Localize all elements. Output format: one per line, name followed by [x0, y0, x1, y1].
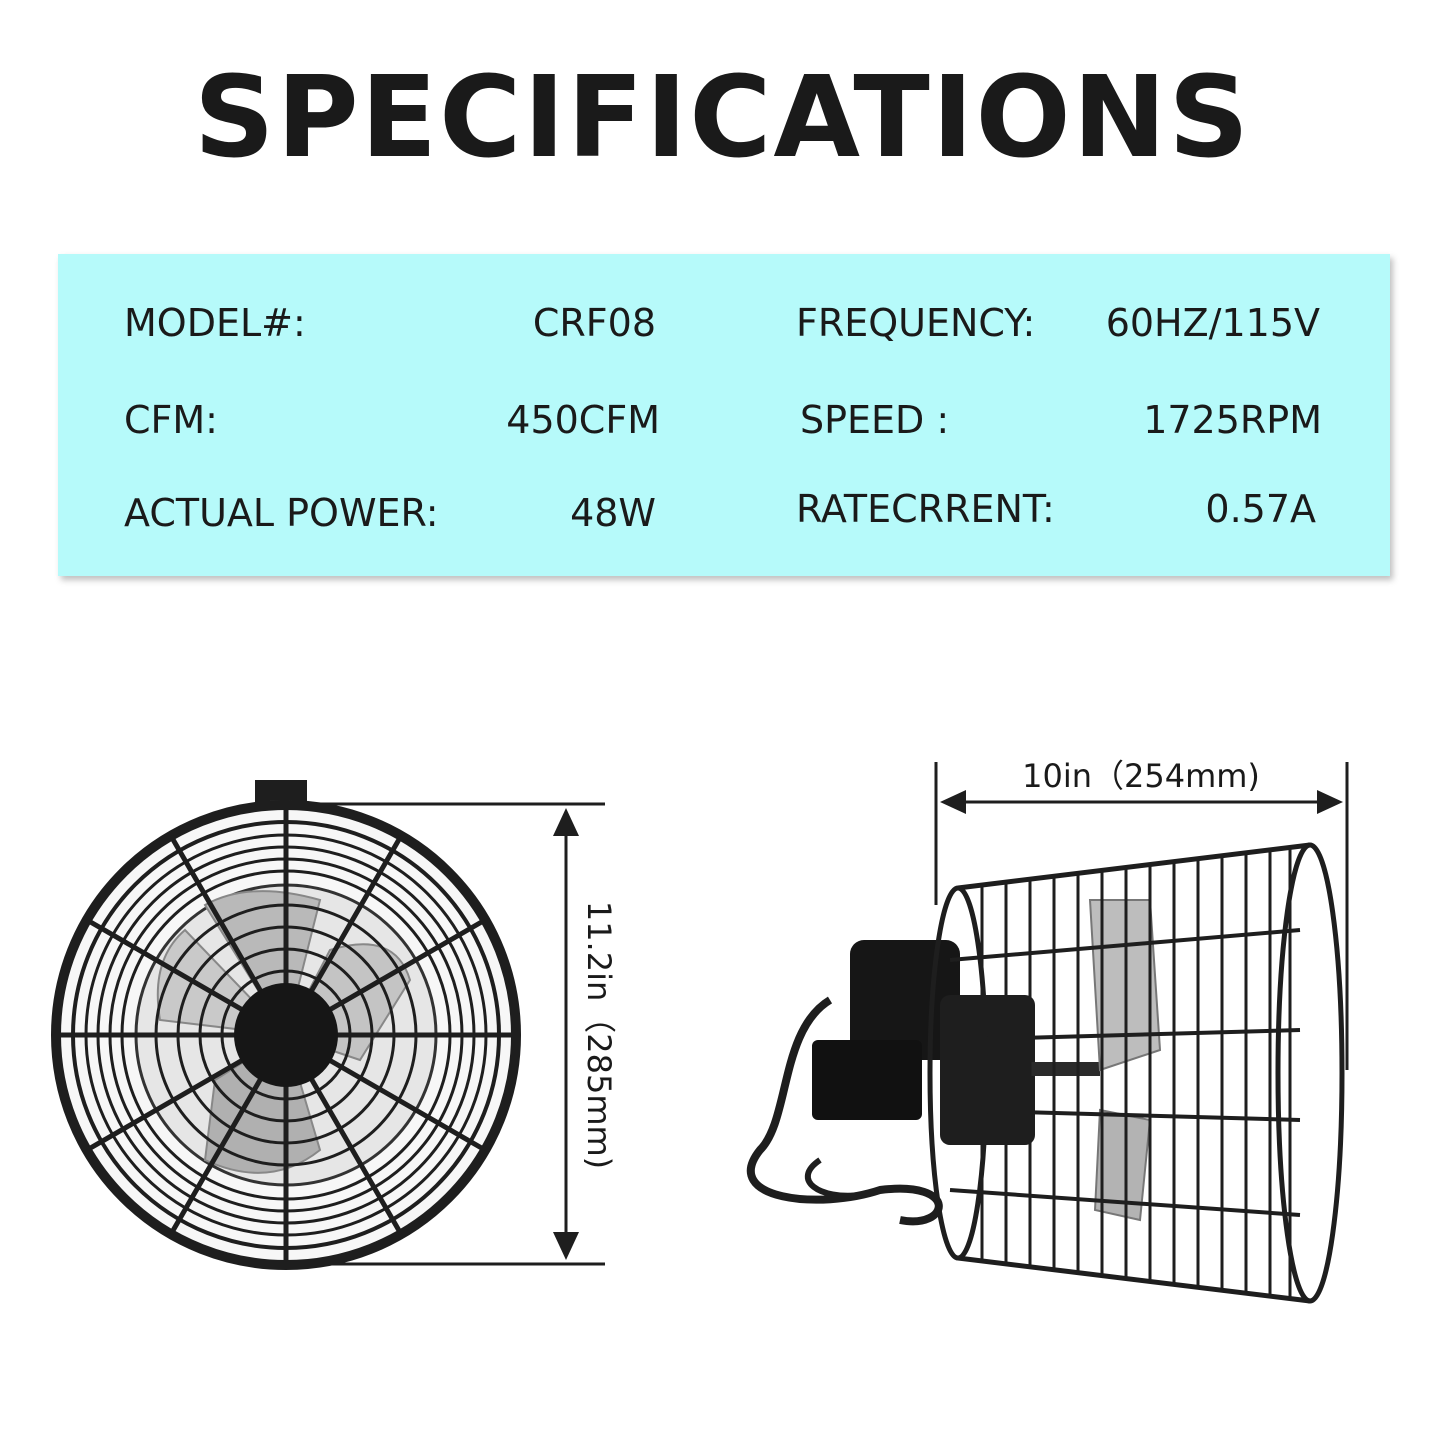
actual-power-value: 48W [570, 491, 656, 535]
model-label: MODEL#: [124, 301, 306, 345]
cfm-value: 450CFM [506, 398, 660, 442]
fan-front-view-image [51, 780, 521, 1270]
height-dimension-label: 11.2in（285mm) [580, 901, 618, 1169]
model-value: CRF08 [532, 301, 656, 345]
width-dimension-label: 10in（254mm) [1022, 757, 1260, 795]
rate-current-label: RATECRRENT: [796, 487, 1055, 531]
actual-power-label: ACTUAL POWER: [124, 491, 439, 535]
frequency-label: FREQUENCY: [796, 301, 1036, 345]
width-dimension-line [934, 762, 1349, 1070]
speed-value: 1725RPM [1143, 398, 1322, 442]
height-dimension-line [290, 802, 605, 1266]
frequency-value: 60HZ/115V [1105, 301, 1320, 345]
specifications-panel: MODEL#: CRF08 CFM: 450CFM ACTUAL POWER: … [58, 254, 1390, 576]
page-title: SPECIFICATIONS [193, 53, 1252, 183]
fan-side-view-image [747, 842, 1345, 1304]
rate-current-value: 0.57A [1205, 487, 1316, 531]
cfm-label: CFM: [124, 398, 218, 442]
speed-label: SPEED : [800, 398, 950, 442]
